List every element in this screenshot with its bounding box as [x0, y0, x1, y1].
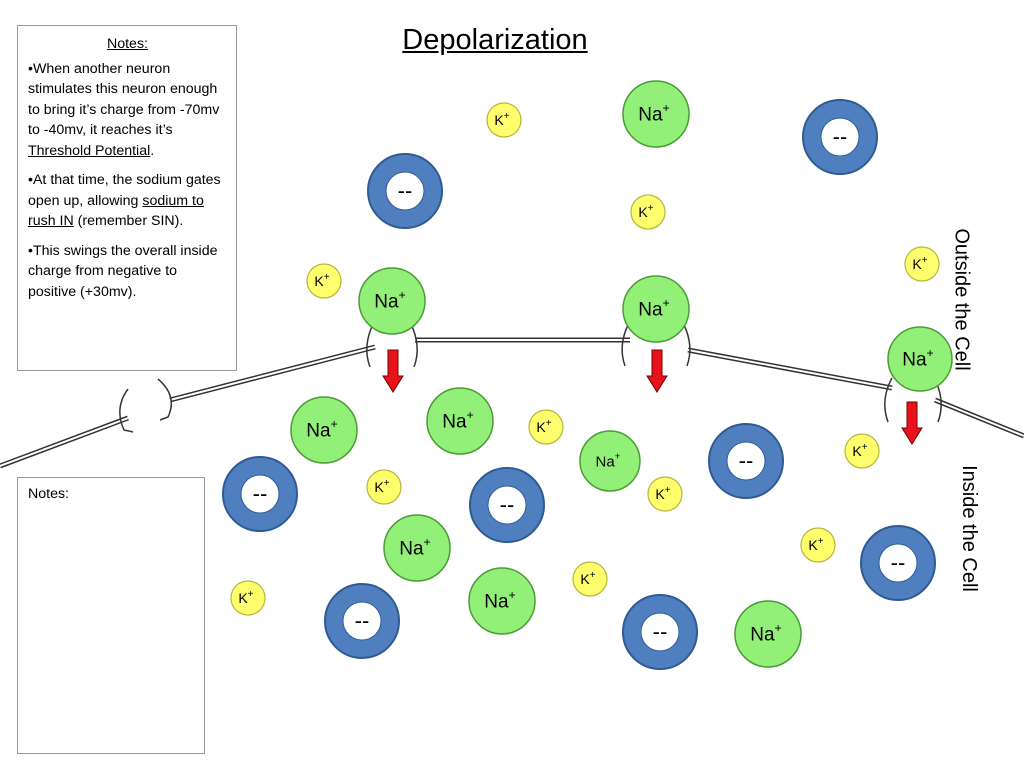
notes-input-heading: Notes:	[28, 486, 70, 502]
sodium-ion: Na+	[622, 275, 690, 343]
potassium-ion: K+	[844, 433, 880, 469]
potassium-ion: K+	[630, 194, 666, 230]
page-title: Depolarization	[402, 24, 588, 56]
closed-gate	[119, 378, 173, 433]
note-sodium-gates: •At that time, the sodium gates open up,…	[28, 170, 227, 232]
note-sodium-term: sodium to rush IN	[28, 192, 204, 230]
anion-label: --	[355, 608, 370, 633]
anion-protein: --	[622, 594, 698, 670]
anion-protein: --	[324, 583, 400, 659]
sodium-label: Na+	[596, 452, 621, 471]
sodium-influx-arrow	[382, 349, 404, 393]
cell-membrane	[0, 337, 1024, 469]
anion-label: --	[891, 550, 906, 575]
note-threshold-term: Threshold Potential	[28, 142, 151, 159]
sodium-ion: Na+	[734, 600, 802, 668]
sodium-influx-arrow	[646, 349, 668, 393]
potassium-ion: K+	[306, 263, 342, 299]
potassium-ion: K+	[647, 476, 683, 512]
anion-protein: --	[367, 153, 443, 229]
sodium-ion: Na+	[468, 567, 536, 635]
note-charge-swing: •This swings the overall inside charge f…	[28, 242, 218, 300]
anion-label: --	[739, 448, 754, 473]
potassium-ion: K+	[486, 102, 522, 138]
sodium-ion: Na+	[383, 514, 451, 582]
note-sodium-end: (remember SIN).	[73, 213, 184, 229]
notes-heading: Notes:	[106, 36, 148, 52]
sodium-ion: Na+	[358, 267, 426, 335]
sodium-ion: Na+	[887, 326, 953, 392]
anion-label: --	[500, 492, 515, 517]
anion-protein: --	[708, 423, 784, 499]
anion-label: --	[253, 481, 268, 506]
anion-protein: --	[802, 99, 878, 175]
anion-label: --	[398, 178, 413, 203]
anion-label: --	[653, 619, 668, 644]
notes-panel: Notes: •When another neuron stimulates t…	[17, 25, 237, 371]
potassium-ion: K+	[904, 246, 940, 282]
anion-protein: --	[860, 525, 936, 601]
sodium-ion: Na+	[290, 396, 358, 464]
anion-protein: --	[222, 456, 298, 532]
potassium-ion: K+	[366, 469, 402, 505]
note-threshold-end: .	[150, 142, 155, 159]
potassium-ion: K+	[800, 527, 836, 563]
sodium-ion: Na+	[426, 387, 494, 455]
anion-protein: --	[469, 467, 545, 543]
sodium-ion: Na+	[622, 80, 690, 148]
notes-input-box[interactable]: Notes:	[17, 477, 205, 754]
sodium-gate-open-2	[621, 324, 691, 367]
note-threshold: •When another neuron stimulates this neu…	[28, 59, 227, 162]
note-sodium-text: •At that time, the sodium gates open up,…	[28, 172, 221, 209]
potassium-ion: K+	[572, 561, 608, 597]
potassium-ion: K+	[230, 580, 266, 616]
anion-label: --	[833, 124, 848, 149]
note-threshold-text: •When another neuron stimulates this neu…	[28, 60, 220, 139]
potassium-ion: K+	[528, 409, 564, 445]
sodium-influx-arrow	[901, 401, 923, 445]
sodium-ion: Na+	[579, 430, 641, 492]
